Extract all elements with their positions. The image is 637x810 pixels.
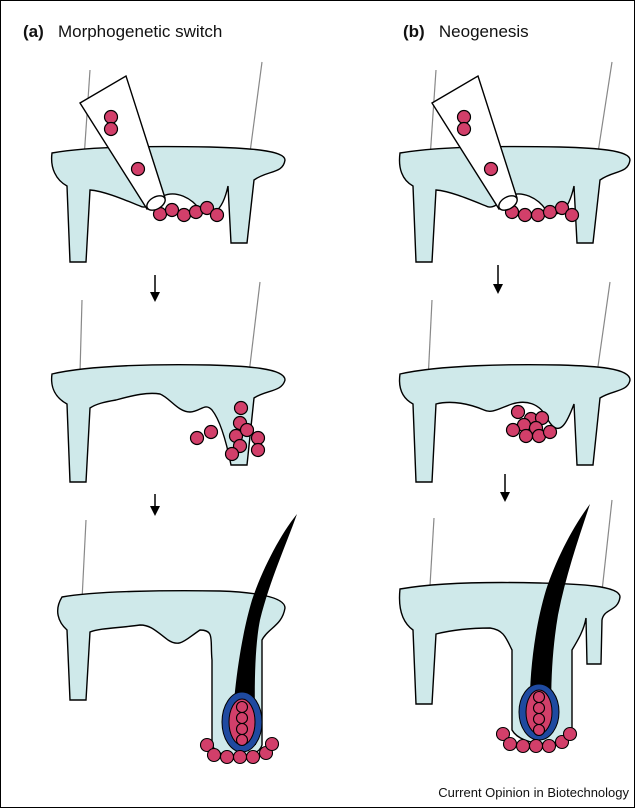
arrow-down bbox=[150, 494, 160, 516]
arrow-down bbox=[150, 275, 160, 302]
panel-b-stage-3 bbox=[400, 500, 620, 753]
arrow-down bbox=[493, 265, 503, 294]
panel-a-stage-3 bbox=[58, 514, 297, 764]
panel-a-stage-2 bbox=[52, 282, 285, 482]
panel-b-stage-2 bbox=[400, 282, 630, 482]
epidermis bbox=[52, 365, 285, 482]
panel-b-stage-1 bbox=[400, 62, 630, 262]
panel-a-stage-1 bbox=[52, 62, 285, 262]
arrow-down bbox=[500, 474, 510, 502]
epidermis bbox=[400, 583, 620, 744]
